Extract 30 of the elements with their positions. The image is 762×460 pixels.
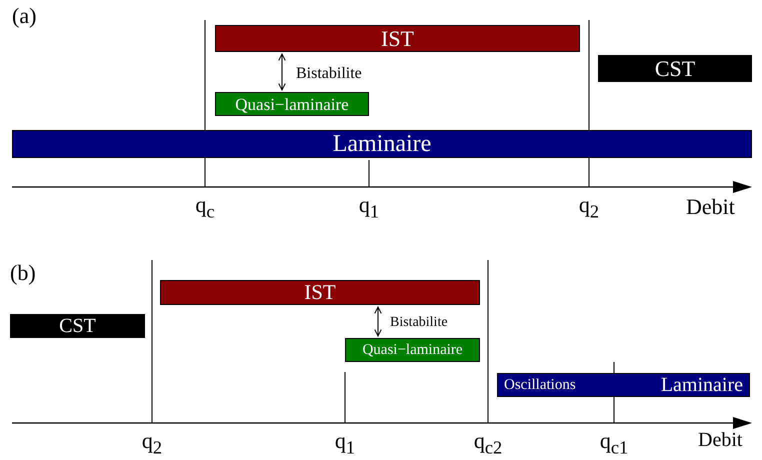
regime-bar bbox=[12, 130, 752, 158]
panel-label: (a) bbox=[12, 5, 36, 27]
regime-label: Laminaire bbox=[660, 375, 744, 395]
regime-label: Quasi−laminaire bbox=[361, 342, 464, 358]
tick-label: q$_{c}$ bbox=[195, 194, 215, 221]
tick-label: q$_{c2}$ bbox=[474, 430, 502, 457]
tick-label: q$_{1}$ bbox=[334, 430, 356, 457]
regime-bar bbox=[345, 338, 480, 362]
regime-label: CST bbox=[654, 58, 696, 80]
regime-bar bbox=[10, 314, 145, 338]
tick-label: q$_{1}$ bbox=[358, 194, 380, 221]
regime-label: IST bbox=[380, 28, 415, 50]
regime-bar bbox=[497, 373, 750, 397]
tick-label: q$_{2}$ bbox=[578, 194, 600, 221]
panel-label: (b) bbox=[10, 262, 36, 284]
double-arrow bbox=[278, 54, 286, 90]
tick-label: q$_{c1}$ bbox=[600, 430, 628, 457]
tick-label: q$_{2}$ bbox=[142, 430, 162, 457]
regime-label: Laminaire bbox=[332, 132, 432, 156]
axis-label: Debit bbox=[686, 196, 735, 218]
regime-label: IST bbox=[303, 282, 337, 303]
regime-label: Oscillations bbox=[503, 378, 577, 392]
regime-label: CST bbox=[58, 316, 97, 336]
regime-bar bbox=[215, 92, 369, 116]
regime-bar bbox=[598, 55, 752, 82]
axis-label: Debit bbox=[698, 430, 742, 450]
double-arrow bbox=[374, 306, 382, 336]
regime-bar bbox=[160, 280, 480, 305]
regime-bar bbox=[215, 25, 580, 52]
regime-label: Quasi−laminaire bbox=[234, 96, 350, 112]
